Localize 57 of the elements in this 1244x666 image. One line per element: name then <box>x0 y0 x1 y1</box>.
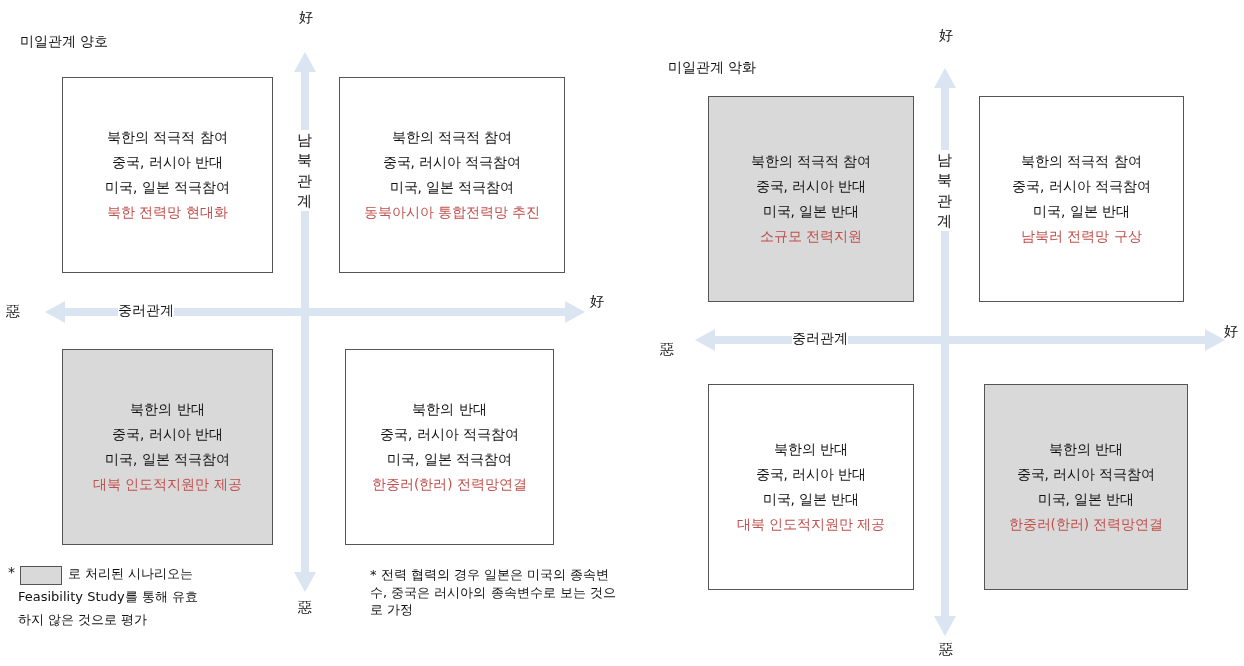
text-label: 惡 <box>660 340 674 359</box>
scenario-condition: 중국, 러시아 반대 <box>112 425 223 444</box>
text-label: 好 <box>299 8 313 27</box>
axis-label: 남북관계 <box>937 150 952 231</box>
scenario-condition: 북한의 반대 <box>773 440 849 459</box>
scenario-condition: 미국, 일본 반대 <box>1033 202 1130 221</box>
text-label: 惡 <box>6 302 20 321</box>
scenario-condition: 미국, 일본 적극참여 <box>387 450 512 469</box>
scenario-outcome: 동북아시아 통합전력망 추진 <box>363 203 541 222</box>
scenario-box <box>62 77 273 273</box>
axis-label: 중러관계 <box>118 301 174 320</box>
text-label: 미일관계 악화 <box>668 58 757 77</box>
scenario-condition: 미국, 일본 적극참여 <box>105 450 230 469</box>
text-label: 好 <box>590 292 604 311</box>
scenario-condition: 중국, 러시아 반대 <box>755 177 867 196</box>
text-label: 好 <box>1224 322 1238 341</box>
scenario-condition: 미국, 일본 반대 <box>762 490 860 509</box>
text-label: 惡 <box>939 640 953 659</box>
scenario-box <box>62 349 273 545</box>
scenario-condition: 중국, 러시아 적극참여 <box>382 153 522 172</box>
scenario-condition: 중국, 러시아 적극참여 <box>1016 465 1156 484</box>
scenario-outcome: 한중러(한러) 전력망연결 <box>372 475 527 494</box>
axis-label: 중러관계 <box>792 329 848 348</box>
scenario-condition: 북한의 반대 <box>130 400 205 419</box>
scenario-condition: 북한의 적극적 참여 <box>391 128 513 147</box>
scenario-condition: 북한의 적극적 참여 <box>750 152 872 171</box>
scenario-box <box>979 96 1184 302</box>
scenario-condition: 북한의 반대 <box>1048 440 1124 459</box>
scenario-box <box>708 96 914 302</box>
scenario-condition: 북한의 반대 <box>412 400 487 419</box>
scenario-outcome: 소규모 전력지원 <box>759 227 863 246</box>
scenario-outcome: 대북 인도적지원만 제공 <box>93 475 242 494</box>
scenario-condition: 북한의 적극적 참여 <box>107 128 228 147</box>
text-label: 惡 <box>298 598 312 617</box>
scenario-outcome: 남북러 전력망 구상 <box>1021 227 1142 246</box>
axis-label: 남북관계 <box>297 130 312 211</box>
footnote: * 전력 협력의 경우 일본은 미국의 종속변수, 중국은 러시아의 종속변수로 보는 것으로 가정 <box>370 566 617 619</box>
text-label: 미일관계 양호 <box>20 32 109 51</box>
text-label: 好 <box>939 26 953 45</box>
scenario-condition: 중국, 러시아 반대 <box>112 153 223 172</box>
scenario-box <box>345 349 554 545</box>
scenario-condition: 중국, 러시아 적극참여 <box>380 425 519 444</box>
scenario-outcome: 대북 인도적지원만 제공 <box>736 515 886 534</box>
scenario-outcome: 한중러(한러) 전력망연결 <box>1008 515 1164 534</box>
scenario-condition: 미국, 일본 적극참여 <box>389 178 515 197</box>
scenario-box <box>984 384 1188 590</box>
scenario-condition: 중국, 러시아 적극참여 <box>1012 177 1151 196</box>
text-label: * <box>8 563 15 582</box>
scenario-outcome: 북한 전력망 현대화 <box>107 203 228 222</box>
scenario-box <box>339 77 565 273</box>
scenario-box <box>708 384 914 590</box>
scenario-condition: 미국, 일본 반대 <box>762 202 860 221</box>
scenario-condition: 중국, 러시아 반대 <box>755 465 867 484</box>
scenario-condition: 북한의 적극적 참여 <box>1021 152 1142 171</box>
scenario-condition: 미국, 일본 적극참여 <box>105 178 230 197</box>
scenario-condition: 미국, 일본 반대 <box>1037 490 1135 509</box>
legend-text: 로 처리된 시나리오는 Feasibility Study를 통해 유효하지 않은 것으로 평가 <box>18 565 199 629</box>
